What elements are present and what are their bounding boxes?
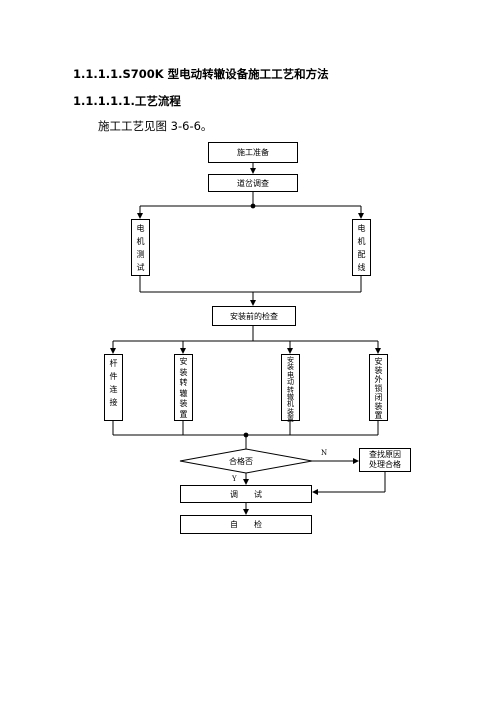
rod-connect-label: 杆件连接 <box>109 359 118 407</box>
label-no: N <box>321 449 328 457</box>
motor-test-label: 电机测试 <box>136 224 145 272</box>
intro-paragraph: 施工工艺见图 3-6-6。 <box>98 119 213 133</box>
label-yes: Y <box>232 475 237 483</box>
install-rod-device-label: 安装转辙装置 <box>179 357 188 419</box>
box-motor-wiring: 电机配线 <box>352 219 371 276</box>
box-install-motor-device: 安装电动转辙机装置 <box>281 354 300 424</box>
box-pre-install-check: 安装前的检查 <box>212 306 296 326</box>
box-debug: 调 试 <box>180 485 312 503</box>
box-turnout-survey: 道岔调查 <box>208 174 298 192</box>
box-construction-prep: 施工准备 <box>208 142 298 163</box>
box-rod-connect: 杆件连接 <box>104 354 123 421</box>
install-lock-device-label: 安装外锁闭装置 <box>374 357 383 420</box>
find-cause-label: 查找原因 <box>369 450 401 459</box>
box-find-cause: 查找原因 处理合格 <box>359 448 411 472</box>
motor-wiring-label: 电机配线 <box>357 224 366 272</box>
section-heading-s700k: 1.1.1.1.S700K 型电动转辙设备施工工艺和方法 <box>73 67 329 81</box>
box-install-rod-device: 安装转辙装置 <box>174 354 193 421</box>
box-install-lock-device: 安装外锁闭装置 <box>369 354 388 421</box>
install-motor-device-label: 安装电动转辙机装置 <box>287 356 294 424</box>
section-heading-process: 1.1.1.1.1.工艺流程 <box>73 94 181 108</box>
box-motor-test: 电机测试 <box>131 219 150 276</box>
box-self-check: 自 检 <box>180 515 312 534</box>
decision-qualified: 合格否 <box>229 457 253 466</box>
handle-qualified-label: 处理合格 <box>369 460 401 469</box>
